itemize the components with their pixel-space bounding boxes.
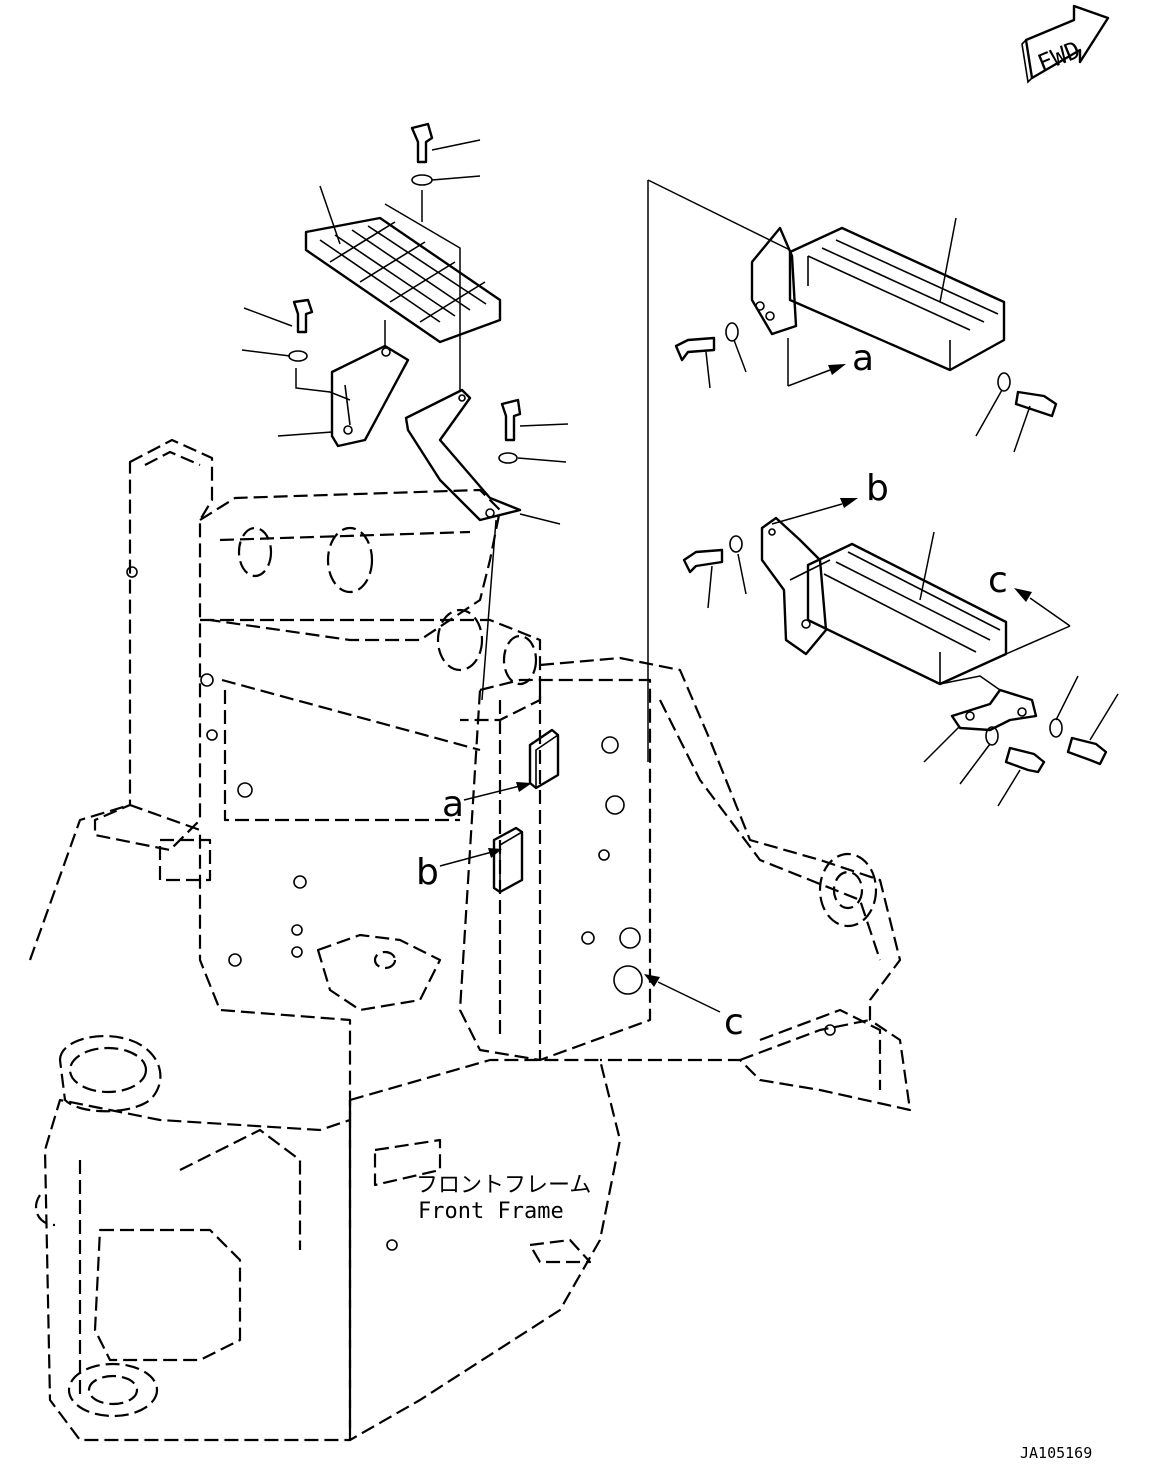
callout-c-lower: c — [724, 1002, 744, 1043]
callout-b-lower: b — [416, 852, 439, 893]
callout-c-upper: c — [988, 560, 1008, 601]
callout-a-upper: a — [852, 338, 874, 379]
frame-mounting-holes — [126, 566, 836, 1251]
frame-label-japanese: フロントフレーム — [416, 1173, 591, 1198]
callout-b-upper: b — [866, 468, 889, 509]
fwd-arrow-badge: FWD — [1021, 4, 1110, 84]
frame-step-brackets — [492, 728, 560, 894]
upper-step-assembly — [241, 122, 569, 701]
callout-a-lower: a — [442, 784, 464, 825]
step-b-assembly — [682, 498, 1119, 807]
fwd-label: FWD — [1034, 36, 1085, 78]
frame-callout-arrows — [439, 782, 721, 1013]
step-a-assembly — [647, 179, 1058, 762]
front-frame — [28, 438, 912, 1442]
drawing-number: JA105169 — [1020, 1444, 1092, 1462]
frame-label-english: Front Frame — [418, 1199, 564, 1224]
